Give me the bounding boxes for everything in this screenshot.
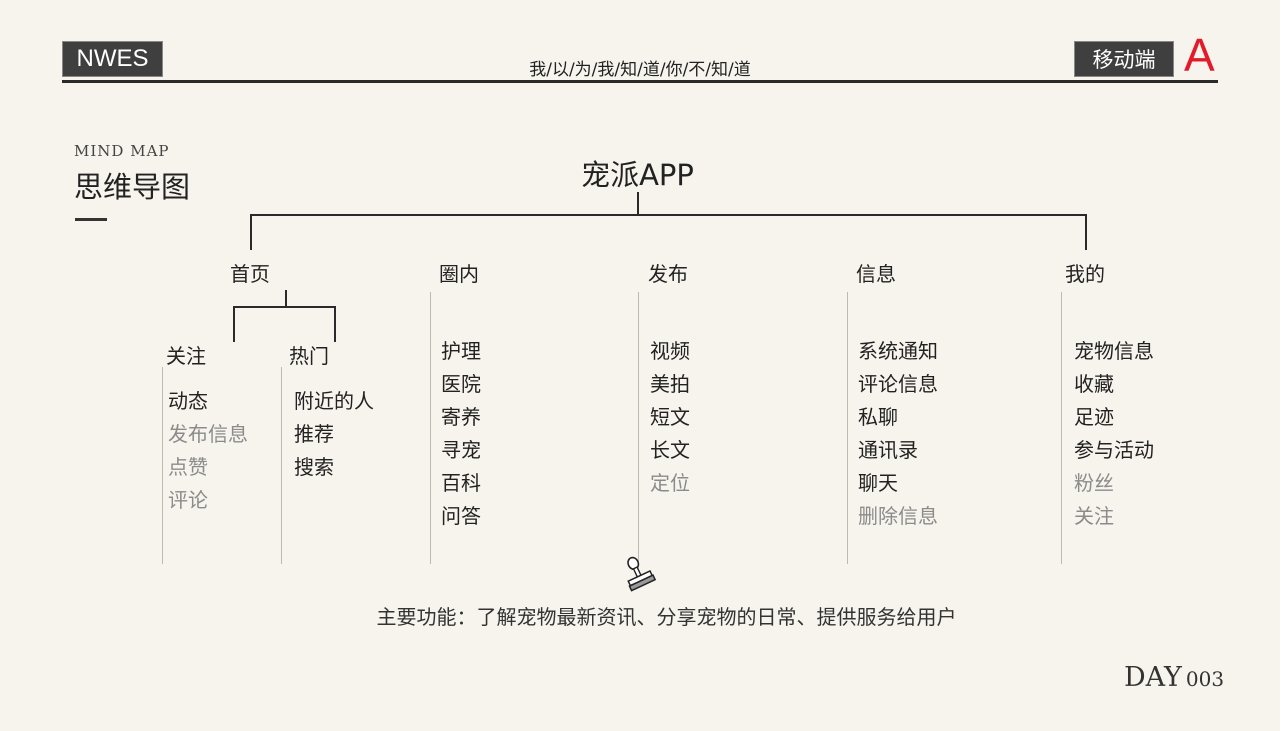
title-dash <box>75 218 107 221</box>
list-item: 粉丝 <box>1074 471 1114 495</box>
list-item: 推荐 <box>294 422 334 446</box>
category-home: 首页 <box>230 262 270 286</box>
guide-line-hot <box>281 367 282 564</box>
category-publish: 发布 <box>648 262 688 286</box>
letter-a-mark: A <box>1184 29 1215 81</box>
root-node: 宠派APP <box>581 158 694 192</box>
guide-line-follow <box>162 367 163 564</box>
branch-home-connector <box>250 214 252 250</box>
guide-line-publish <box>638 292 639 562</box>
list-item: 参与活动 <box>1074 438 1154 462</box>
guide-line-messages <box>847 292 848 564</box>
list-item: 搜索 <box>294 455 334 479</box>
messages-items: 系统通知 评论信息 私聊 通讯录 聊天 删除信息 <box>858 335 938 533</box>
list-item: 护理 <box>441 339 481 363</box>
category-mine: 我的 <box>1065 262 1105 286</box>
hot-items: 附近的人 推荐 搜索 <box>294 385 374 484</box>
home-sub-left <box>233 306 235 342</box>
category-messages: 信息 <box>856 262 896 286</box>
summary-text: 主要功能：了解宠物最新资讯、分享宠物的日常、提供服务给用户 <box>376 605 957 629</box>
mindmap-title-en: MIND MAP <box>74 142 170 160</box>
day-number: 003 <box>1185 667 1225 691</box>
list-item: 定位 <box>650 471 690 495</box>
header-divider <box>62 80 1218 83</box>
header-slogan: 我/以/为/我/知/道/你/不/知/道 <box>529 60 751 80</box>
list-item: 长文 <box>650 438 690 462</box>
nwes-tag: NWES <box>62 41 163 77</box>
stamp-icon <box>620 553 662 593</box>
subcategory-follow: 关注 <box>166 344 206 368</box>
list-item: 系统通知 <box>858 339 938 363</box>
list-item: 聊天 <box>858 471 898 495</box>
follow-items: 动态 发布信息 点赞 评论 <box>168 385 248 517</box>
list-item: 短文 <box>650 405 690 429</box>
list-item: 医院 <box>441 372 481 396</box>
list-item: 删除信息 <box>858 504 938 528</box>
mine-items: 宠物信息 收藏 足迹 参与活动 粉丝 关注 <box>1074 335 1154 533</box>
list-item: 附近的人 <box>294 389 374 413</box>
category-circle: 圈内 <box>439 262 479 286</box>
home-sub-line <box>233 306 336 308</box>
branch-mine-connector <box>1085 214 1087 250</box>
mindmap-title-cn: 思维导图 <box>74 170 191 204</box>
list-item: 收藏 <box>1074 372 1114 396</box>
list-item: 百科 <box>441 471 481 495</box>
list-item: 评论信息 <box>858 372 938 396</box>
list-item: 点赞 <box>168 455 208 479</box>
home-sub-right <box>334 306 336 342</box>
guide-line-mine <box>1061 292 1062 564</box>
list-item: 私聊 <box>858 405 898 429</box>
list-item: 宠物信息 <box>1074 339 1154 363</box>
root-connector <box>637 192 639 215</box>
subcategory-hot: 热门 <box>289 344 329 368</box>
list-item: 问答 <box>441 504 481 528</box>
home-sub-connector <box>285 290 287 307</box>
publish-items: 视频 美拍 短文 长文 定位 <box>650 335 690 500</box>
list-item: 寻宠 <box>441 438 481 462</box>
list-item: 足迹 <box>1074 405 1114 429</box>
circle-items: 护理 医院 寄养 寻宠 百科 问答 <box>441 335 481 533</box>
day-label: DAY <box>1124 662 1182 693</box>
list-item: 动态 <box>168 389 208 413</box>
list-item: 关注 <box>1074 504 1114 528</box>
list-item: 通讯录 <box>858 438 918 462</box>
list-item: 发布信息 <box>168 422 248 446</box>
list-item: 视频 <box>650 339 690 363</box>
list-item: 美拍 <box>650 372 690 396</box>
main-branch-line <box>250 214 1087 216</box>
list-item: 评论 <box>168 488 208 512</box>
guide-line-circle <box>430 292 431 564</box>
list-item: 寄养 <box>441 405 481 429</box>
mobile-tag: 移动端 <box>1074 41 1174 77</box>
